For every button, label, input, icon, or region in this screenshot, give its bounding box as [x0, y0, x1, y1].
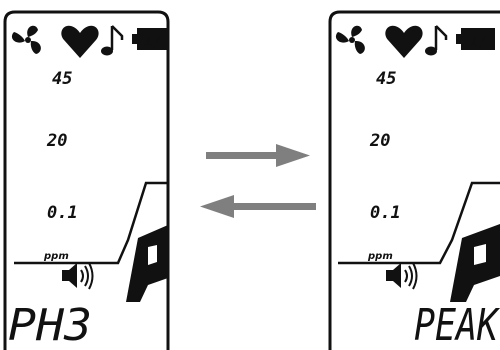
alarm-level-high: 45 — [52, 69, 72, 89]
right-lcd-display: 1/ 45 20 0.1 ppm PEAK — [328, 10, 500, 350]
battery-icon: 1/ — [456, 28, 495, 50]
mode-letter-p — [126, 225, 168, 302]
music-note-icon — [425, 25, 448, 56]
alarm-level-mid: 20 — [369, 131, 390, 151]
unit-label: ppm — [43, 251, 69, 262]
right-display-frame — [328, 10, 500, 350]
music-note-icon — [101, 25, 124, 56]
peak-status-label: PEAK — [414, 300, 500, 350]
reading-trace-line — [338, 181, 500, 265]
reading-trace-line — [14, 181, 168, 265]
battery-level-label: 1/ — [469, 31, 488, 50]
battery-icon: 1/ — [132, 28, 167, 50]
speaker-icon — [386, 262, 418, 290]
heart-icon — [385, 25, 423, 58]
speaker-icon — [62, 262, 94, 290]
arrow-right-icon — [206, 144, 310, 167]
alarm-level-high: 45 — [376, 69, 396, 89]
fan-icon — [335, 25, 365, 54]
heart-icon — [61, 25, 99, 58]
fan-icon — [11, 25, 41, 54]
left-lcd-display: 1/ 45 20 0.1 ppm PH3 — [3, 10, 170, 350]
alarm-level-low: 0.1 — [47, 203, 78, 223]
alarm-level-mid: 20 — [46, 131, 67, 151]
alarm-level-low: 0.1 — [370, 203, 401, 223]
battery-level-label: 1/ — [143, 31, 162, 50]
gas-name-label: PH3 — [8, 300, 92, 350]
unit-label: ppm — [367, 251, 393, 262]
arrow-left-icon — [200, 195, 316, 218]
left-display-frame — [3, 10, 170, 350]
mode-letter-p — [450, 224, 500, 302]
